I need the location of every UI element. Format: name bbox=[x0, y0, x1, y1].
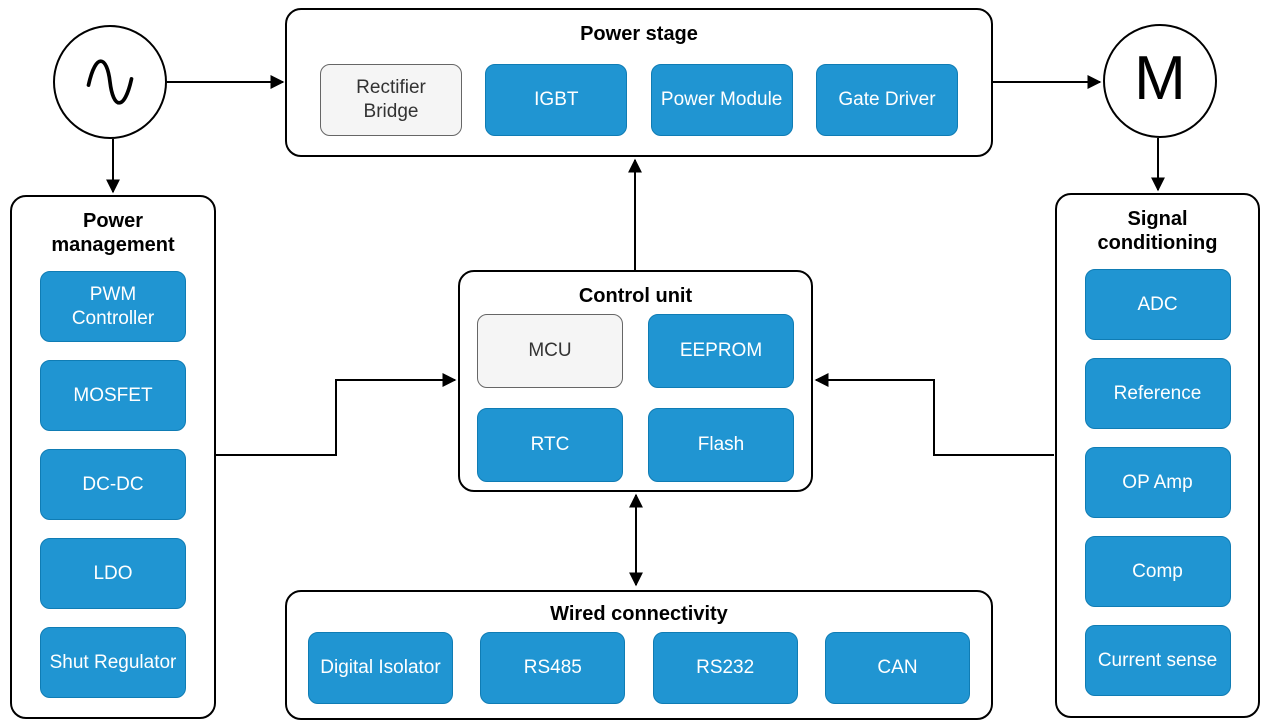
block-power-module: Power Module bbox=[650, 64, 793, 136]
block-reference: Reference bbox=[1084, 358, 1231, 429]
ac-source-node bbox=[53, 25, 167, 139]
arrow-signal-conditioning-to-control-unit bbox=[814, 373, 1054, 456]
power-management-blocks: PWM Controller MOSFET DC-DC LDO Shut Reg… bbox=[12, 271, 214, 698]
block-eeprom: EEPROM bbox=[648, 314, 794, 388]
control-unit-blocks: MCU EEPROM RTC Flash bbox=[460, 314, 811, 482]
power-stage-title: Power stage bbox=[580, 23, 698, 45]
block-rtc: RTC bbox=[477, 408, 623, 482]
arrow-power-management-to-control-unit bbox=[216, 373, 457, 456]
signal-conditioning-blocks: ADC Reference OP Amp Comp Current sense bbox=[1057, 269, 1258, 696]
signal-conditioning-title: Signal conditioning bbox=[1097, 208, 1218, 254]
block-digital-isolator: Digital Isolator bbox=[308, 632, 453, 704]
block-dc-dc: DC-DC bbox=[40, 449, 186, 520]
group-power-stage: Power stage Rectifier Bridge IGBT Power … bbox=[285, 8, 993, 157]
power-stage-blocks: Rectifier Bridge IGBT Power Module Gate … bbox=[287, 64, 991, 136]
block-adc: ADC bbox=[1084, 269, 1231, 340]
group-wired-connectivity: Wired connectivity Digital Isolator RS48… bbox=[285, 590, 993, 720]
sine-wave-icon bbox=[86, 59, 134, 105]
block-can: CAN bbox=[824, 632, 970, 704]
block-flash: Flash bbox=[648, 408, 794, 482]
wired-connectivity-title: Wired connectivity bbox=[550, 603, 728, 625]
block-rectifier-bridge: Rectifier Bridge bbox=[320, 64, 462, 136]
motor-node: M bbox=[1103, 24, 1217, 138]
power-management-title: Power management bbox=[51, 210, 175, 256]
motor-label: M bbox=[1134, 44, 1186, 113]
block-op-amp: OP Amp bbox=[1084, 447, 1231, 518]
block-pwm-controller: PWM Controller bbox=[40, 271, 186, 342]
group-control-unit: Control unit MCU EEPROM RTC Flash bbox=[458, 270, 813, 492]
wired-connectivity-blocks: Digital Isolator RS485 RS232 CAN bbox=[287, 632, 991, 704]
block-current-sense: Current sense bbox=[1084, 625, 1231, 696]
block-igbt: IGBT bbox=[485, 64, 628, 136]
block-mosfet: MOSFET bbox=[40, 360, 186, 431]
group-signal-conditioning: Signal conditioning ADC Reference OP Amp… bbox=[1055, 193, 1260, 718]
block-shut-regulator: Shut Regulator bbox=[40, 627, 186, 698]
block-comp: Comp bbox=[1084, 536, 1231, 607]
group-power-management: Power management PWM Controller MOSFET D… bbox=[10, 195, 216, 719]
control-unit-title: Control unit bbox=[578, 285, 693, 307]
block-mcu: MCU bbox=[477, 314, 623, 388]
block-rs485: RS485 bbox=[480, 632, 626, 704]
block-rs232: RS232 bbox=[652, 632, 798, 704]
block-gate-driver: Gate Driver bbox=[815, 64, 958, 136]
block-ldo: LDO bbox=[40, 538, 186, 609]
